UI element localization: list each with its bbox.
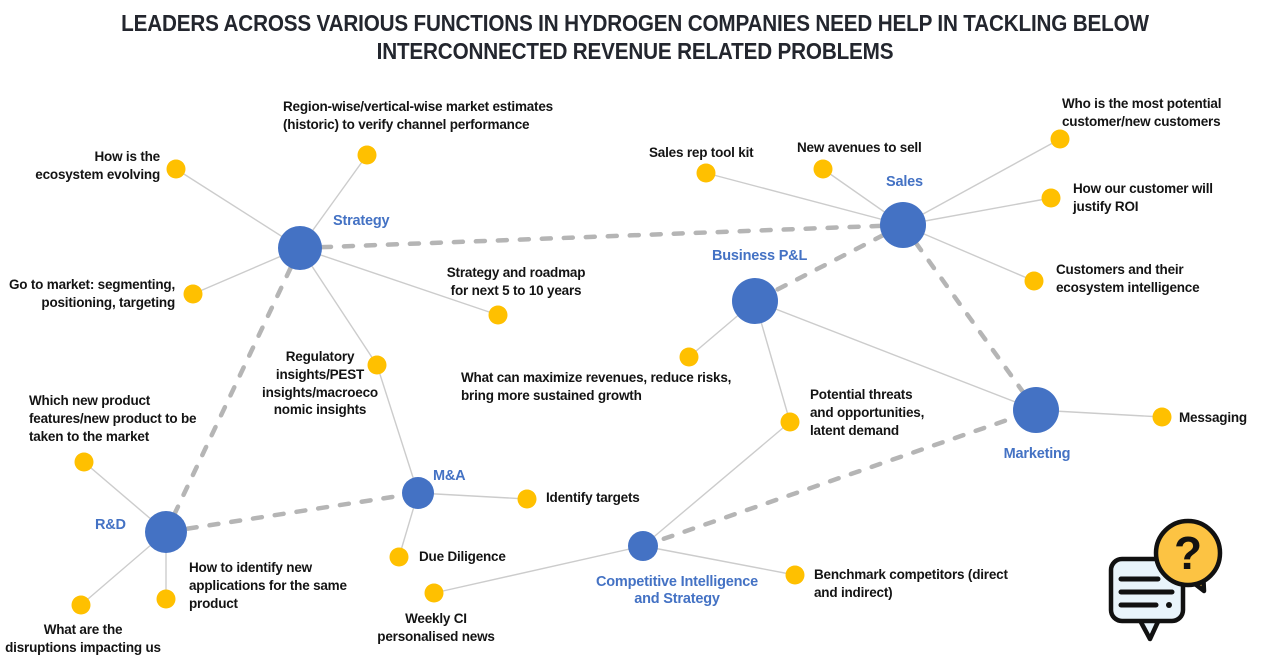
label-new-avenues: New avenues to sell [797,140,922,155]
label-disruptions: What are the disruptions impacting us [5,622,161,655]
node-potential-threats [780,412,800,432]
label-maximize-revenues: What can maximize revenues, reduce risks… [461,370,732,403]
label-new-product-features: Which new product features/new product t… [29,393,197,444]
hub-label-ci: Competitive Intelligence and Strategy [596,574,758,607]
label-regulatory-insights: Regulatory insights/PEST insights/macroe… [262,349,378,418]
hub-strategy [278,226,322,270]
label-region-wise-estimates: Region-wise/vertical-wise market estimat… [283,99,553,132]
hub-ma [402,477,434,509]
hub-label-strategy: Strategy [333,213,390,229]
label-sales-rep-toolkit: Sales rep tool kit [649,145,754,160]
question-glyph: ? [1174,527,1202,579]
node-disruptions [71,595,91,615]
node-new-product-features [74,452,94,472]
node-benchmark-competitors [785,565,805,585]
problem-nodes [71,129,1172,615]
label-identify-targets: Identify targets [546,490,640,505]
node-ecosystem-evolving [166,159,186,179]
node-go-to-market [183,284,203,304]
page-title-line1: LEADERS ACROSS VARIOUS FUNCTIONS IN HYDR… [121,10,1149,36]
node-customer-ecosystem [1024,271,1044,291]
label-potential-threats: Potential threats and opportunities, lat… [810,387,925,438]
hub-label-marketing: Marketing [1003,446,1071,462]
label-justify-roi: How our customer will justify ROI [1073,181,1213,214]
dashed-connectors [163,222,1039,549]
hub-label-ma: M&A [433,468,466,484]
label-go-to-market: Go to market: segmenting, positioning, t… [8,277,175,310]
hub-sales [880,202,926,248]
label-customer-ecosystem: Customers and their ecosystem intelligen… [1056,262,1200,295]
label-benchmark-competitors: Benchmark competitors (direct and indire… [814,567,1008,600]
node-strategy-roadmap [488,305,508,325]
hub-label-sales: Sales [886,174,923,190]
node-identify-targets [517,489,537,509]
label-due-diligence: Due Diligence [419,549,506,564]
node-sales-rep-toolkit [696,163,716,183]
node-region-wise-estimates [357,145,377,165]
node-most-potential-customer [1050,129,1070,149]
label-weekly-ci: Weekly CI personalised news [377,611,495,644]
hub-marketing [1013,387,1059,433]
page-title: LEADERS ACROSS VARIOUS FUNCTIONS IN HYDR… [76,9,1194,65]
hub-label-rd: R&D [95,517,126,533]
label-new-applications: How to identify new applications for the… [189,560,347,611]
hub-label-business-pl: Business P&L [712,248,808,264]
page-title-line2: INTERCONNECTED REVENUE RELATED PROBLEMS [376,38,894,64]
hub-ci [628,531,658,561]
node-new-avenues [813,159,833,179]
label-messaging: Messaging [1179,410,1247,425]
node-regulatory-insights [367,355,387,375]
node-messaging [1152,407,1172,427]
node-new-applications [156,589,176,609]
label-most-potential-customer: Who is the most potential customer/new c… [1062,96,1222,129]
node-justify-roi [1041,188,1061,208]
hub-business-pl [732,278,778,324]
node-due-diligence [389,547,409,567]
label-ecosystem-evolving: How is the ecosystem evolving [35,149,160,182]
function-hubs [145,202,1059,561]
node-maximize-revenues [679,347,699,367]
question-mark-icon: ? [1153,518,1223,594]
node-weekly-ci [424,583,444,603]
question-chat-icon: ? [1100,503,1260,653]
hub-rd [145,511,187,553]
label-strategy-roadmap: Strategy and roadmap for next 5 to 10 ye… [446,265,586,298]
